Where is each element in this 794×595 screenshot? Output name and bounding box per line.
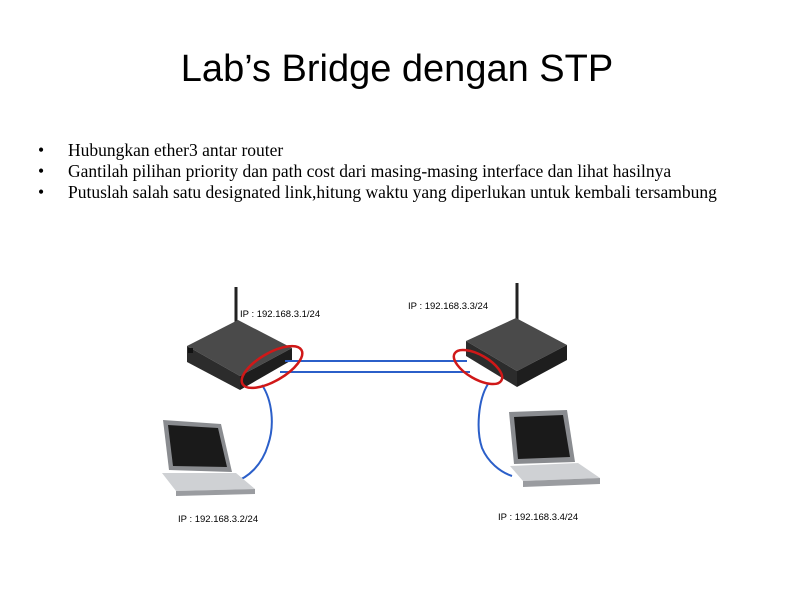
bullet-item: • Hubungkan ether3 antar router [38,140,738,161]
cable-left-laptop [233,384,273,483]
laptop2-ip-label: IP : 192.168.3.4/24 [498,512,578,523]
bullet-dot: • [38,161,45,181]
laptop1-ip-label: IP : 192.168.3.2/24 [178,514,258,525]
bullet-dot: • [38,140,45,160]
highlight-port-right [452,348,504,386]
laptop-left [162,420,255,496]
bullet-text: Putuslah salah satu designated link,hitu… [68,182,717,202]
slide-title: Lab’s Bridge dengan STP [180,48,614,90]
router1-ip-label: IP : 192.168.3.1/24 [240,309,320,320]
bullet-text: Gantilah pilihan priority dan path cost … [68,161,672,181]
bullet-text: Hubungkan ether3 antar router [68,140,284,160]
router-right [466,283,567,387]
router-left [187,287,292,390]
laptop-right [509,410,600,487]
bullet-item: • Gantilah pilihan priority dan path cost… [38,161,738,182]
router2-ip-label: IP : 192.168.3.3/24 [408,301,488,312]
bullet-list: • Hubungkan ether3 antar router • Gantilah… [38,140,738,203]
bullet-dot: • [38,182,45,202]
highlight-port-left [240,344,304,390]
bullet-item: • Putuslah salah satu designated link,hit… [38,182,738,203]
cable-right-laptop [477,383,513,477]
